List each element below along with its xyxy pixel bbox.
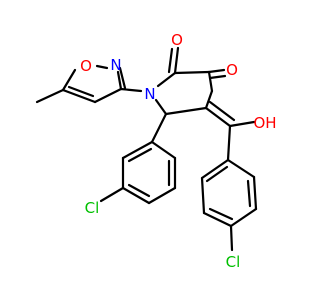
hydroxy-bond bbox=[228, 120, 256, 128]
isoxazole-bond-n-c3-double bbox=[118, 66, 127, 90]
ring-bond-c5-n bbox=[154, 98, 168, 116]
hydroxybenzylidene-group bbox=[200, 100, 258, 252]
ring1-bond-4-double bbox=[127, 183, 151, 198]
ylidene-bond-double bbox=[208, 100, 236, 122]
isoxazole-nitrogen-label: N bbox=[110, 56, 121, 74]
molecule-canvas: O N N O O OH Cl Cl bbox=[35, 31, 277, 271]
ring-bond-c4 bbox=[204, 89, 214, 110]
isoxazole-bond-c5-o bbox=[61, 68, 77, 92]
ring1-bond-6 bbox=[121, 140, 154, 160]
aryl1-bond bbox=[150, 112, 168, 144]
isoxazole-bond-n-c3 bbox=[116, 70, 123, 91]
ring2-bond-2-double bbox=[246, 179, 252, 208]
ring2-bond-5 bbox=[200, 176, 206, 215]
ring2-bond-2 bbox=[252, 175, 258, 211]
ring1-bond-1 bbox=[150, 140, 177, 160]
isoxazole-bond-c4-c5 bbox=[61, 88, 97, 104]
ring1-bond-6-double bbox=[127, 147, 153, 163]
carbonyl-c3 bbox=[207, 68, 226, 74]
meta-chloro-bond bbox=[99, 186, 125, 203]
ring-bond-n-c2 bbox=[156, 71, 177, 88]
carbonyl-c3-double bbox=[208, 74, 227, 80]
carbonyl-c2-double bbox=[167, 47, 174, 74]
pyrrolidinedione-ring bbox=[119, 46, 227, 116]
methyl-bond bbox=[35, 88, 65, 104]
ring-bond-c4-c5 bbox=[164, 106, 208, 116]
para-chloro-bond bbox=[229, 224, 234, 252]
ring2-bond-3 bbox=[229, 207, 258, 228]
isoxazole-bond-c4-c5-double bbox=[67, 85, 95, 98]
ring1-bond-3 bbox=[147, 186, 177, 205]
methylisoxazole-group bbox=[35, 64, 127, 104]
isoxazole-bond-c3-c4 bbox=[93, 87, 123, 104]
c3-oxygen-label: O bbox=[226, 61, 238, 79]
bond-isoxazole-n bbox=[119, 87, 143, 93]
hydroxy-label: OH bbox=[253, 114, 276, 132]
ring2-bond-4 bbox=[202, 211, 233, 228]
c2-oxygen-label: O bbox=[171, 31, 183, 49]
ring1-bond-4 bbox=[121, 186, 151, 205]
ring-bond-c2-c3 bbox=[173, 70, 211, 75]
isoxazole-oxygen-label: O bbox=[80, 57, 92, 75]
para-chlorine-label: Cl bbox=[226, 253, 241, 271]
isoxazole-bond-o-n bbox=[95, 64, 109, 70]
structure-diagram: O N N O O OH Cl Cl bbox=[35, 31, 277, 271]
aryl-bond bbox=[226, 124, 232, 162]
meta-chlorophenyl-group bbox=[99, 112, 177, 205]
ylidene-bond bbox=[204, 106, 232, 128]
ring2-bond-1 bbox=[226, 158, 256, 179]
ring2-bond-6-double bbox=[205, 165, 229, 183]
pyrrole-nitrogen-label: N bbox=[144, 85, 155, 103]
meta-chlorine-label: Cl bbox=[85, 199, 100, 217]
ring-bond-c3-c4 bbox=[207, 70, 214, 93]
ring2-bond-4-double bbox=[208, 207, 234, 221]
carbonyl-c2 bbox=[173, 46, 180, 75]
ring2-bond-6 bbox=[200, 158, 230, 180]
